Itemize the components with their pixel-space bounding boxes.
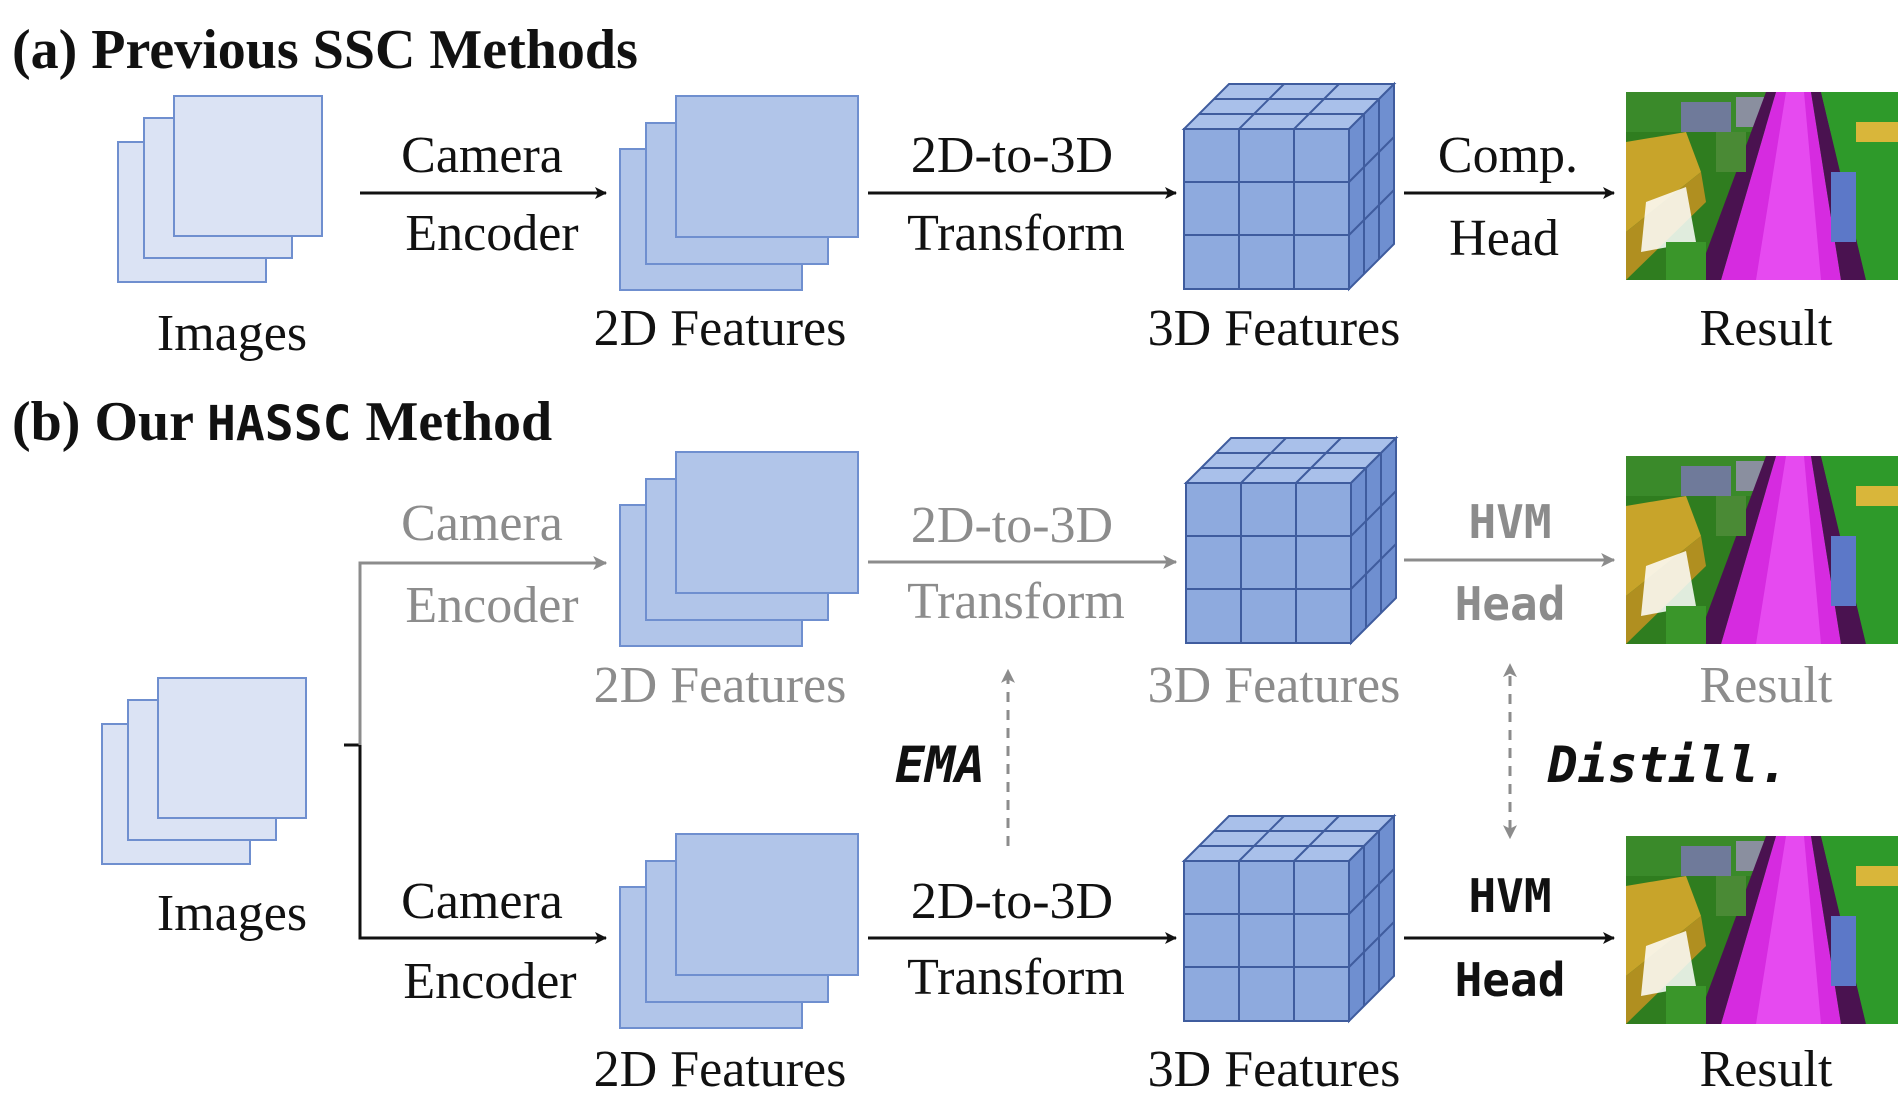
- distill-label: Distill.: [1547, 736, 1789, 794]
- features-2d-stack-teacher: [619, 451, 859, 647]
- features-2d-stack-a: [619, 95, 859, 291]
- features-2d-label-teacher: 2D Features: [594, 657, 847, 714]
- result-label-student: Result: [1700, 1041, 1833, 1098]
- features-3d-label-student: 3D Features: [1148, 1041, 1401, 1098]
- transform-bottom-label-teacher: Transform: [907, 573, 1125, 630]
- features-3d-cube-teacher: [1185, 437, 1397, 644]
- features-2d-stack-student: [619, 833, 859, 1029]
- camera-label-student: Camera: [401, 873, 563, 930]
- section-b-suffix: Method: [352, 391, 553, 453]
- section-a-title: (a) Previous SSC Methods: [12, 19, 638, 81]
- features-2d-label-a: 2D Features: [594, 300, 847, 357]
- images-label-a: Images: [157, 305, 307, 362]
- section-a: (a) Previous SSC Methods Images Camera E…: [12, 19, 1898, 362]
- comp-label-a: Comp.: [1438, 127, 1578, 184]
- features-2d-label-student: 2D Features: [594, 1041, 847, 1098]
- head-label-a: Head: [1449, 210, 1559, 267]
- section-b-title: (b) Our HASSC Method: [12, 391, 552, 453]
- transform-bottom-label-a: Transform: [907, 205, 1125, 262]
- hvm-label-student: HVM: [1468, 869, 1551, 923]
- features-3d-cube-student: [1183, 815, 1395, 1022]
- features-3d-label-teacher: 3D Features: [1148, 657, 1401, 714]
- arrow-camera-encoder-student: [358, 745, 607, 944]
- camera-label-teacher: Camera: [401, 495, 563, 552]
- features-3d-label-a: 3D Features: [1148, 300, 1401, 357]
- camera-label-a: Camera: [401, 127, 563, 184]
- section-b-prefix: (b) Our: [12, 391, 207, 453]
- head-label-student: Head: [1455, 953, 1566, 1007]
- encoder-label-teacher: Encoder: [405, 577, 578, 634]
- section-b-method-name: HASSC: [207, 396, 352, 452]
- encoder-label-student: Encoder: [403, 953, 576, 1010]
- images-label-b: Images: [157, 885, 307, 942]
- result-label-a: Result: [1700, 300, 1833, 357]
- transform-top-label-teacher: 2D-to-3D: [911, 497, 1113, 554]
- result-label-teacher: Result: [1700, 657, 1833, 714]
- result-thumbnail-student: [1626, 836, 1898, 1024]
- images-stack-a: [117, 95, 323, 283]
- transform-top-label-student: 2D-to-3D: [911, 873, 1113, 930]
- ema-label: EMA: [895, 736, 985, 794]
- arrow-camera-encoder-teacher: [358, 556, 608, 745]
- section-b: (b) Our HASSC Method Images Camera Encod…: [12, 391, 1898, 1098]
- transform-top-label-a: 2D-to-3D: [911, 127, 1113, 184]
- result-thumbnail-a: [1626, 92, 1898, 280]
- images-stack-b: [101, 677, 307, 865]
- hvm-label-teacher: HVM: [1468, 495, 1551, 549]
- features-3d-cube-a: [1183, 83, 1395, 290]
- transform-bottom-label-student: Transform: [907, 949, 1125, 1006]
- encoder-label-a: Encoder: [405, 205, 578, 262]
- result-thumbnail-teacher: [1626, 456, 1898, 644]
- head-label-teacher: Head: [1455, 577, 1566, 631]
